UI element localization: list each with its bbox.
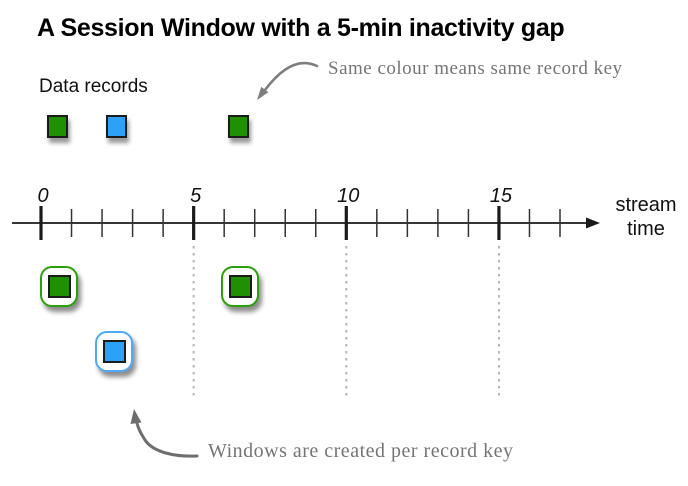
tick-label-10: 10 [337,185,359,207]
tick-label-15: 15 [490,185,513,207]
annotation-same-colour-note: Same colour means same record key [328,58,623,79]
session-window-green [221,266,259,307]
record-square-blue [102,340,126,363]
tick-label-5: 5 [190,185,202,207]
session-window-green [40,266,78,307]
page-title: A Session Window with a 5-min inactivity… [37,14,565,42]
timeline-axis: 0 5 10 15 [12,185,600,240]
curved-arrow-bottom [130,409,199,458]
record-square-green [228,275,252,298]
tick-label-0: 0 [37,185,48,207]
stream-time-label: stream time [606,193,686,241]
record-square-blue [106,115,127,138]
session-window-blue [95,331,133,372]
stream-time-line1: stream [615,194,677,216]
record-square-green [47,275,71,298]
annotation-windows-note: Windows are created per record key [208,440,514,462]
stream-time-line2: time [627,218,665,240]
record-square-green [47,115,68,138]
curved-arrow-top [257,61,319,100]
record-square-green [228,115,249,138]
gap-guide-lines [192,246,500,399]
data-records-label: Data records [39,76,148,97]
